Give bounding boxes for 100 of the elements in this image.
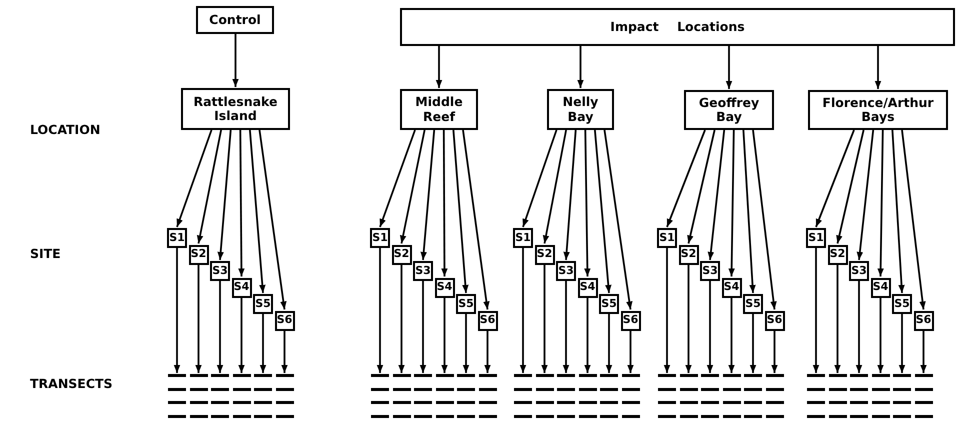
arrow <box>584 298 591 373</box>
transect-dashes <box>578 374 596 418</box>
arrow <box>232 34 239 87</box>
site-box: S6 <box>914 310 934 330</box>
arrow <box>420 281 426 373</box>
location-box: Nelly Bay <box>547 89 614 130</box>
site-box: S2 <box>678 244 698 264</box>
site-box: S2 <box>188 244 208 264</box>
transect-dashes <box>371 374 389 418</box>
site-box: S1 <box>167 228 187 248</box>
arrow <box>196 130 222 244</box>
arrow <box>441 298 448 373</box>
arrow <box>238 298 245 373</box>
transect-dashes <box>392 374 410 418</box>
site-box: S1 <box>513 228 533 248</box>
arrow <box>836 130 864 244</box>
arrow <box>726 46 732 89</box>
transect-dashes <box>168 374 186 418</box>
arrow <box>398 264 405 373</box>
transect-dashes <box>600 374 618 418</box>
level-label: SITE <box>30 246 61 261</box>
arrow <box>815 130 855 228</box>
group-box: Impact Locations <box>400 8 955 46</box>
arrow <box>752 130 777 310</box>
transect-dashes <box>254 374 272 418</box>
arrow <box>877 298 884 373</box>
arrow <box>577 46 584 88</box>
arrow <box>892 130 905 294</box>
arrow <box>664 248 670 373</box>
transect-dashes <box>744 374 762 418</box>
arrow <box>520 248 526 373</box>
transect-dashes <box>807 374 825 418</box>
site-box: S2 <box>392 244 412 264</box>
site-box: S4 <box>434 278 454 298</box>
arrow <box>541 264 548 373</box>
transect-dashes <box>557 374 575 418</box>
site-box: S4 <box>870 278 890 298</box>
arrow <box>484 330 491 373</box>
transect-dashes <box>766 374 784 418</box>
arrow <box>379 130 416 228</box>
transect-dashes <box>658 374 676 418</box>
arrow <box>238 130 245 276</box>
arrow <box>462 130 490 310</box>
location-box: Middle Reef <box>400 89 478 130</box>
arrow <box>666 130 706 228</box>
location-box: Florence/Arthur Bays <box>808 90 948 130</box>
arrow <box>750 314 756 373</box>
arrow <box>877 130 884 277</box>
group-box: Control <box>196 6 274 34</box>
arrow <box>176 130 212 228</box>
site-box: S6 <box>764 310 784 330</box>
transect-dashes <box>536 374 554 418</box>
arrow <box>542 130 567 244</box>
arrow <box>258 130 287 310</box>
site-box: S5 <box>892 294 912 314</box>
arrow <box>834 264 841 373</box>
site-box: S1 <box>657 228 677 248</box>
site-box: S6 <box>620 310 640 330</box>
arrow <box>584 130 591 277</box>
location-box: Geoffrey Bay <box>684 90 774 130</box>
level-label: LOCATION <box>30 122 100 137</box>
site-box: S4 <box>578 278 598 298</box>
transect-dashes <box>414 374 432 418</box>
site-box: S3 <box>700 261 720 281</box>
transect-dashes <box>457 374 475 418</box>
transect-dashes <box>276 374 294 418</box>
transect-dashes <box>232 374 250 418</box>
transect-dashes <box>701 374 719 418</box>
site-box: S5 <box>253 294 273 314</box>
transect-dashes <box>872 374 890 418</box>
arrow <box>920 330 927 373</box>
transect-dashes <box>436 374 454 418</box>
site-box: S3 <box>556 261 576 281</box>
arrow <box>376 248 384 373</box>
arrow <box>604 130 633 310</box>
site-box: S5 <box>743 294 763 314</box>
site-box: S3 <box>210 261 230 281</box>
site-box: S5 <box>599 294 619 314</box>
arrow <box>771 330 778 373</box>
arrow <box>281 330 288 373</box>
site-box: S1 <box>370 228 390 248</box>
arrow <box>400 130 426 244</box>
transect-dashes <box>914 374 932 418</box>
arrow <box>594 130 612 294</box>
arrow <box>856 281 862 373</box>
arrow <box>742 130 756 294</box>
arrow <box>249 130 266 294</box>
transect-dashes <box>622 374 640 418</box>
arrow <box>708 130 726 260</box>
site-box: S1 <box>806 228 826 248</box>
arrow <box>812 248 820 373</box>
arrow <box>627 330 634 373</box>
transect-dashes <box>893 374 911 418</box>
arrow <box>685 264 692 373</box>
site-box: S3 <box>849 261 869 281</box>
site-box: S2 <box>828 244 848 264</box>
arrow <box>563 130 577 260</box>
arrow <box>562 281 570 373</box>
arrow <box>462 314 470 373</box>
transect-dashes <box>850 374 868 418</box>
